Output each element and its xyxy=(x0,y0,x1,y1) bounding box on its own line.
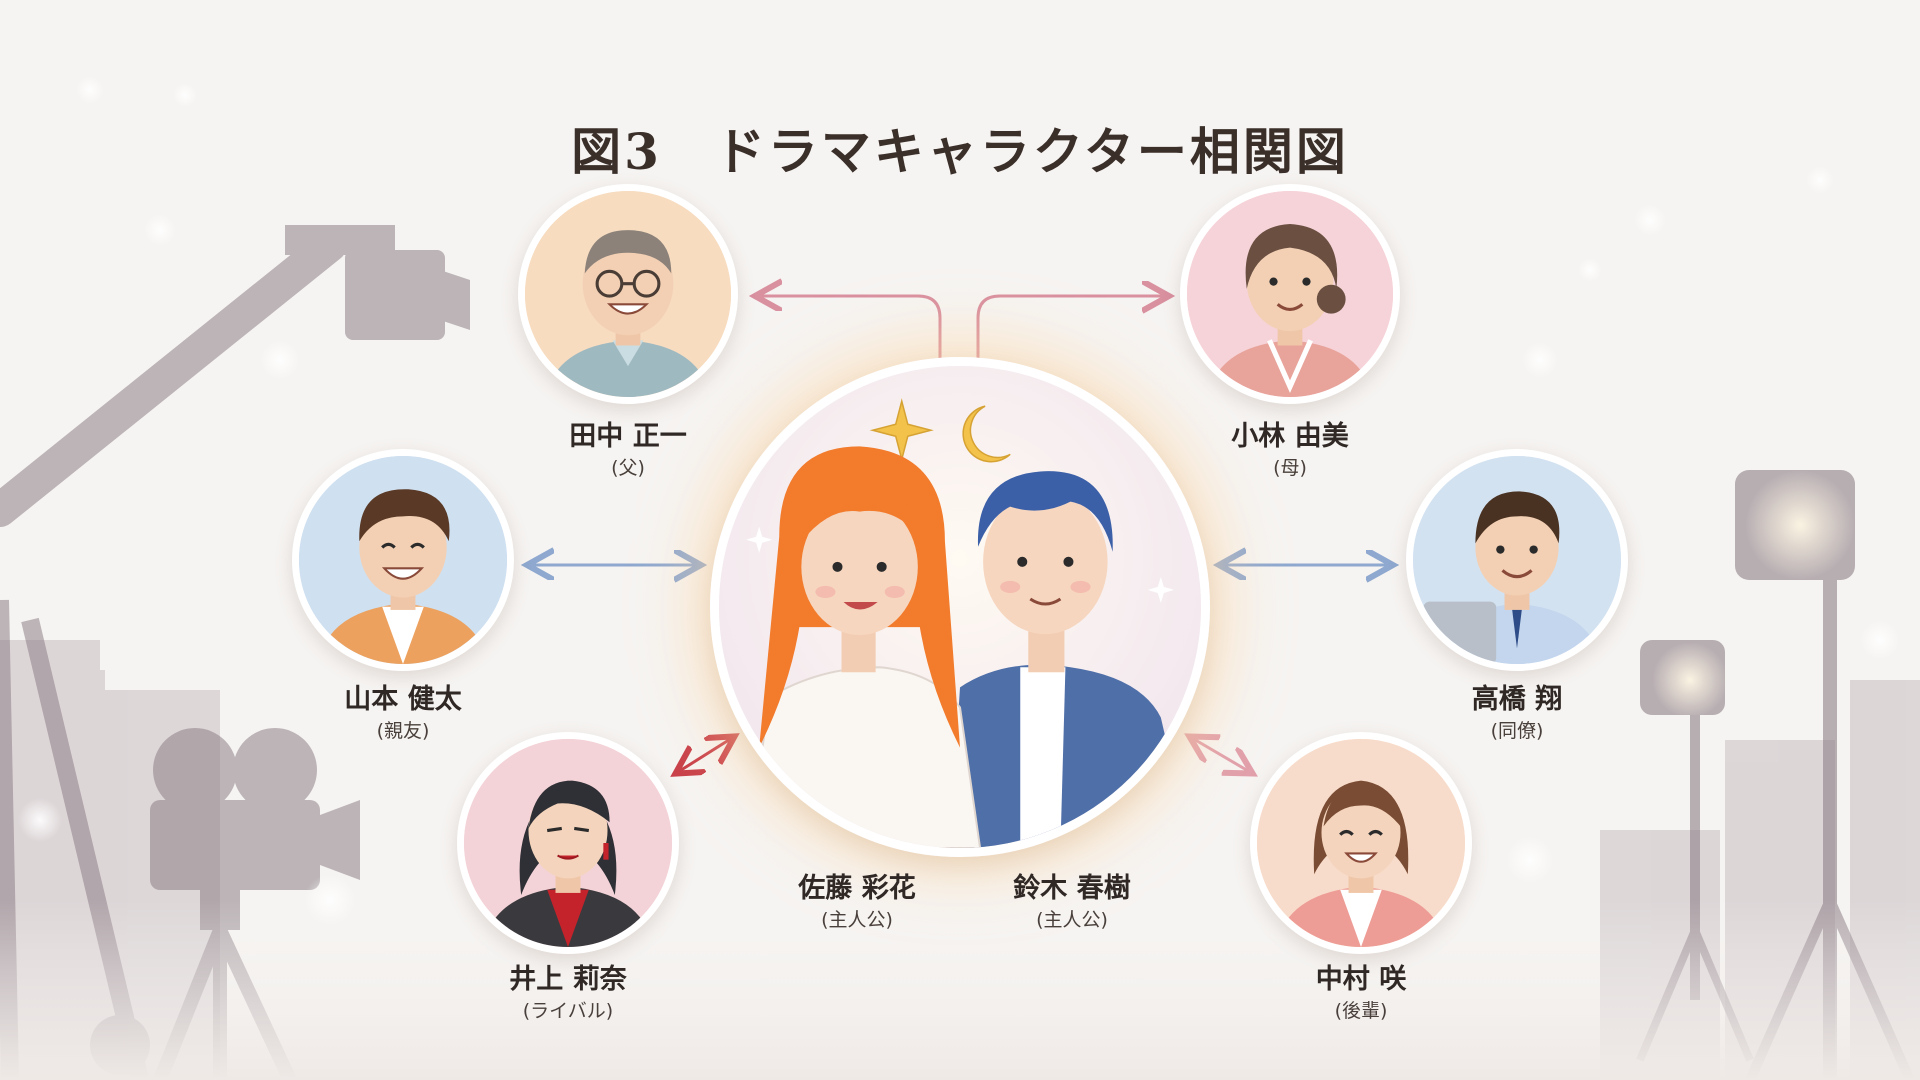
tanaka-illustration xyxy=(525,191,731,397)
character-role: (主人公) xyxy=(821,909,893,931)
portrait-takahashi[interactable] xyxy=(1406,449,1628,671)
yamamoto-illustration xyxy=(299,456,507,664)
character-name: 鈴木 春樹 xyxy=(1013,873,1131,904)
link-father xyxy=(758,296,942,360)
protagonists-portrait[interactable] xyxy=(710,357,1210,857)
portrait-nakamura[interactable] xyxy=(1250,732,1472,954)
label-yamamoto: 山本 健太 (親友) xyxy=(283,683,523,745)
character-role: (後輩) xyxy=(1334,1000,1388,1022)
link-kohai xyxy=(1192,738,1250,772)
label-suzuki-haruki: 鈴木 春樹 (主人公) xyxy=(952,872,1192,934)
character-name: 小林 由美 xyxy=(1231,421,1349,452)
character-name: 山本 健太 xyxy=(344,684,462,715)
inoue-illustration xyxy=(464,739,672,947)
takahashi-illustration xyxy=(1413,456,1621,664)
crescent-moon-icon xyxy=(962,405,1011,463)
portrait-yamamoto[interactable] xyxy=(292,449,514,671)
label-sato-ayaka: 佐藤 彩花 (主人公) xyxy=(737,872,977,934)
link-mother xyxy=(976,296,1166,360)
diagram-title: 図3 ドラマキャラクター相関図 xyxy=(571,121,1349,181)
kobayashi-illustration xyxy=(1187,191,1393,397)
bokeh-lights xyxy=(18,76,1900,926)
character-role: (父) xyxy=(611,457,645,479)
movie-camera-silhouette xyxy=(150,728,360,1080)
label-takahashi: 高橋 翔 (同僚) xyxy=(1397,683,1637,745)
portrait-inoue[interactable] xyxy=(457,732,679,954)
character-role: (同僚) xyxy=(1490,720,1544,742)
label-kobayashi: 小林 由美 (母) xyxy=(1170,420,1410,482)
character-role: (ライバル) xyxy=(522,1000,614,1022)
character-role: (母) xyxy=(1273,457,1307,479)
portrait-tanaka[interactable] xyxy=(518,184,738,404)
character-name: 佐藤 彩花 xyxy=(798,873,916,904)
label-nakamura: 中村 咲 (後輩) xyxy=(1241,963,1481,1025)
protagonists-illustration xyxy=(719,366,1201,848)
label-tanaka: 田中 正一 (父) xyxy=(508,420,748,482)
nakamura-illustration xyxy=(1257,739,1465,947)
label-inoue: 井上 莉奈 (ライバル) xyxy=(448,963,688,1025)
character-name: 井上 莉奈 xyxy=(509,964,627,995)
character-name: 中村 咲 xyxy=(1315,964,1407,995)
link-rival xyxy=(678,738,732,772)
character-role: (親友) xyxy=(376,720,430,742)
character-name: 高橋 翔 xyxy=(1471,684,1563,715)
character-name: 田中 正一 xyxy=(569,421,687,452)
portrait-kobayashi[interactable] xyxy=(1180,184,1400,404)
character-role: (主人公) xyxy=(1036,909,1108,931)
